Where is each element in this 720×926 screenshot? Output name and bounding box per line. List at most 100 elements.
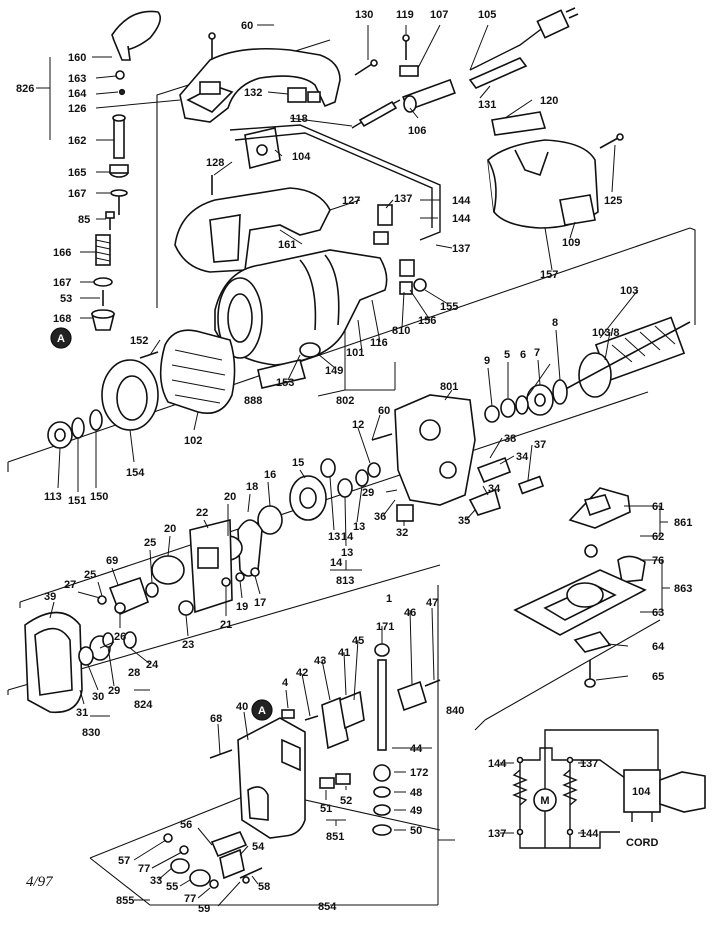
- callout: 56: [180, 819, 192, 831]
- callout: 144: [452, 213, 471, 225]
- symbol-a-top: A: [50, 327, 72, 349]
- callout: 102: [184, 435, 202, 447]
- part-62: [584, 544, 598, 558]
- callout: 109: [562, 237, 580, 249]
- callout: 888: [244, 395, 262, 407]
- callout-labels: 60 130 119 107 105 160 163 164 126 162 8…: [16, 9, 692, 915]
- callout: 46: [404, 607, 416, 619]
- cap-155: [413, 278, 427, 292]
- callout: 12: [352, 419, 364, 431]
- screw-58: [239, 867, 263, 879]
- callout: 54: [252, 841, 265, 853]
- callout: 813: [336, 575, 354, 587]
- callout: 17: [254, 597, 266, 609]
- callout: 8: [552, 317, 558, 329]
- part-26: [114, 602, 126, 614]
- part-165: [109, 164, 129, 178]
- washer-151: [71, 417, 85, 439]
- part-51: [319, 777, 335, 789]
- callout: 61: [652, 501, 664, 513]
- callout: 163: [68, 73, 86, 85]
- brush-137: [373, 231, 389, 245]
- callout: 55: [166, 881, 178, 893]
- callout: 125: [604, 195, 622, 207]
- callout: 144: [580, 828, 599, 840]
- callout: 120: [540, 95, 558, 107]
- callout: 20: [164, 523, 176, 535]
- callout: 7: [534, 347, 540, 359]
- callout: 137: [580, 758, 598, 770]
- terminal: [566, 828, 574, 836]
- washer-167a: [110, 189, 128, 197]
- parts: A: [24, 7, 691, 889]
- ring-20b: [151, 555, 185, 585]
- part-64: [573, 631, 612, 653]
- callout: 164: [68, 88, 87, 100]
- strain-relief-106: [402, 78, 456, 113]
- plate-22: [189, 518, 233, 614]
- callout: 41: [338, 647, 350, 659]
- symbol-a-bottom: A: [251, 699, 273, 721]
- callout: 57: [118, 855, 130, 867]
- screw-119: [402, 34, 410, 60]
- callout: 27: [64, 579, 76, 591]
- callout: 150: [90, 491, 108, 503]
- callout: 167: [53, 277, 71, 289]
- washer-5: [500, 398, 516, 418]
- part-25b: [97, 595, 107, 605]
- callout: 65: [652, 671, 664, 683]
- callout: 18: [246, 481, 258, 493]
- washer-25: [145, 582, 159, 598]
- handle-top-126: [179, 48, 341, 123]
- callout: 137: [452, 243, 470, 255]
- wire-137: [234, 132, 433, 228]
- callout: 77: [184, 893, 196, 905]
- callout: 28: [128, 667, 140, 679]
- label-888: [257, 359, 306, 389]
- ring-30: [78, 646, 94, 666]
- pin-23: [178, 600, 194, 616]
- callout: 52: [340, 795, 352, 807]
- part-32: [396, 504, 414, 522]
- shaft-171: [374, 643, 390, 751]
- screw-47: [424, 679, 441, 687]
- callout: 37: [534, 439, 546, 451]
- motor-symbol: M: [533, 748, 557, 848]
- switch-box-104: [623, 769, 661, 813]
- callout: 155: [440, 301, 458, 313]
- part-54: [219, 848, 245, 880]
- screw-152: [139, 351, 159, 359]
- callout: 152: [130, 335, 148, 347]
- part-132b: [307, 91, 321, 103]
- callout: 13: [341, 547, 353, 559]
- sleeve-118: [358, 100, 398, 128]
- callout: 32: [396, 527, 408, 539]
- callout: 156: [418, 315, 436, 327]
- base-61: [568, 487, 631, 529]
- bearing-113: [47, 421, 73, 449]
- callout: 104: [292, 151, 311, 163]
- part-163: [115, 70, 125, 80]
- callout: 25: [144, 537, 156, 549]
- callout: 64: [652, 641, 665, 653]
- bearing-7: [526, 384, 554, 416]
- callout: 19: [236, 601, 248, 613]
- callout: 5: [504, 349, 510, 361]
- callout: 31: [76, 707, 88, 719]
- part-56: [210, 831, 248, 858]
- callout: 167: [68, 188, 86, 200]
- callout: 1: [386, 593, 392, 605]
- callout: 29: [362, 487, 374, 499]
- callout: 855: [116, 895, 134, 907]
- plug-icon: [659, 771, 706, 813]
- callout: 34: [516, 451, 529, 463]
- field-102: [159, 329, 236, 414]
- callout: 40: [236, 701, 248, 713]
- part-52: [335, 773, 351, 785]
- leader-lines: [36, 24, 670, 907]
- label-109: [559, 194, 596, 226]
- callout: 824: [134, 699, 153, 711]
- callout: 149: [325, 365, 343, 377]
- cord-label: CORD: [626, 837, 658, 849]
